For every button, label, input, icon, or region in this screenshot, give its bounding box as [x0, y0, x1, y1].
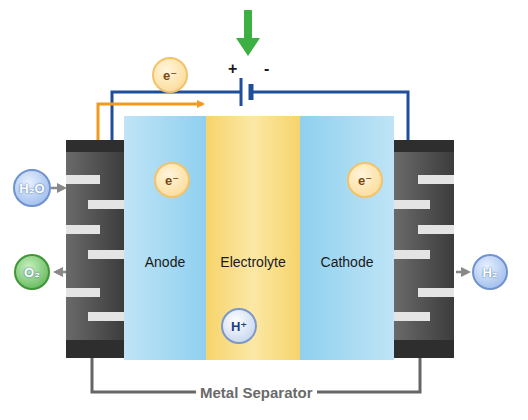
battery-symbol: [249, 84, 254, 100]
gas-circle: H₂O: [13, 169, 51, 207]
box-title: Anode: [145, 254, 185, 270]
circle-text: e⁻: [163, 68, 177, 83]
electrolyte-box: ElectrolyteH⁺: [206, 116, 300, 360]
circle-text: O₂: [24, 265, 40, 280]
circle-text: H₂O: [19, 181, 44, 196]
electron-circle: e⁻: [152, 57, 188, 93]
battery-symbol: [240, 78, 243, 106]
electron-circle: e⁻: [154, 162, 190, 198]
box-title: Cathode: [321, 254, 374, 270]
electrode-box: Cathode e⁻: [300, 116, 394, 360]
right-plate: [394, 140, 454, 358]
power-arrow: [236, 38, 260, 56]
gas-circle: H₂: [472, 254, 508, 290]
electrode-box: Anode e⁻: [124, 116, 206, 360]
power-arrow: [244, 10, 252, 40]
polarity-sign: -: [264, 60, 269, 78]
part-name: Metal Separator: [196, 384, 317, 401]
circle-text: e⁻: [165, 173, 179, 188]
flow-arrow: [56, 271, 66, 274]
circle-text: H⁺: [231, 319, 247, 334]
box-title: Electrolyte: [220, 254, 285, 270]
polarity-sign: +: [228, 60, 237, 78]
flow-arrow: [51, 187, 64, 190]
proton-circle: H⁺: [221, 308, 257, 344]
circle-text: H₂: [482, 265, 497, 280]
circle-text: e⁻: [358, 173, 372, 188]
left-plate: [66, 140, 124, 358]
electron-circle: e⁻: [347, 162, 383, 198]
flow-arrow: [456, 271, 468, 274]
gas-circle: O₂: [14, 254, 50, 290]
